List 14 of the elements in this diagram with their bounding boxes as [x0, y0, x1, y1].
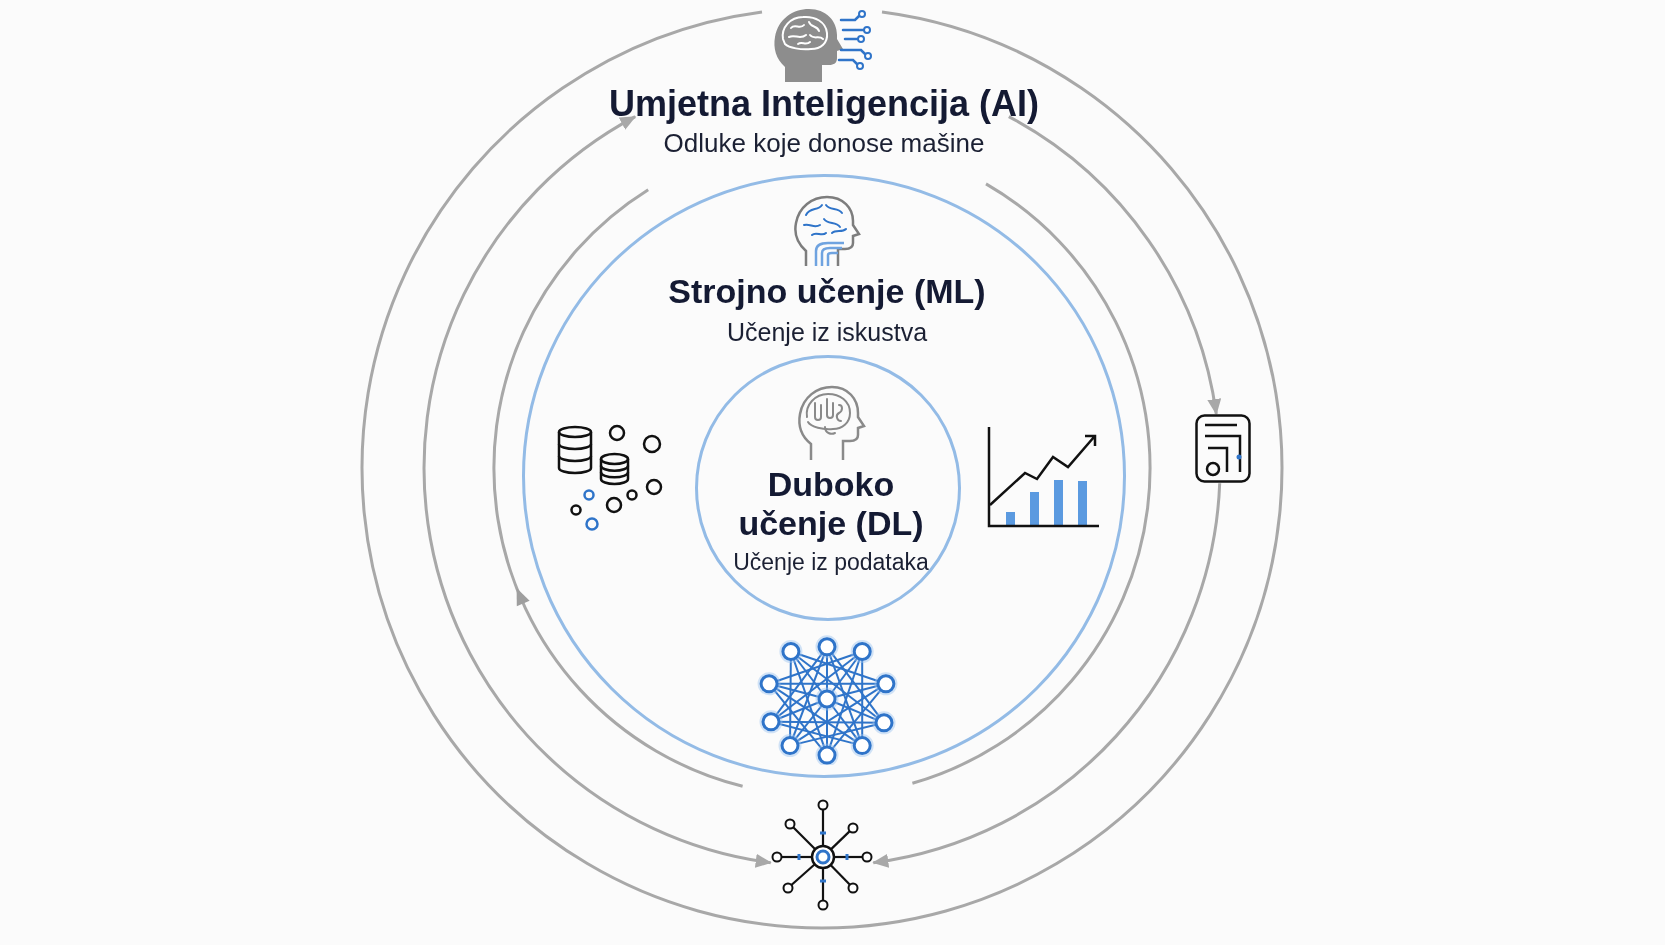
circle-subtitle: Učenje iz podataka: [733, 548, 929, 576]
circle-title: Strojno učenje (ML): [668, 271, 986, 311]
circle-title: Umjetna Inteligencija (AI): [608, 83, 1040, 125]
document-icon: [1195, 414, 1251, 483]
circle-title: Duboko učenje (DL): [737, 465, 925, 543]
circle-subtitle: Učenje iz iskustva: [726, 317, 928, 347]
curved-arrow: [423, 115, 772, 867]
curved-arrow: [1008, 115, 1221, 415]
network-hub-icon: [771, 799, 873, 911]
circle-subtitle: Odluke koje donose mašine: [663, 127, 985, 159]
middle-circle: [522, 174, 1126, 778]
curved-arrow: [872, 483, 1222, 867]
outer-circle: [360, 6, 1284, 930]
inner-circle: [695, 355, 961, 621]
